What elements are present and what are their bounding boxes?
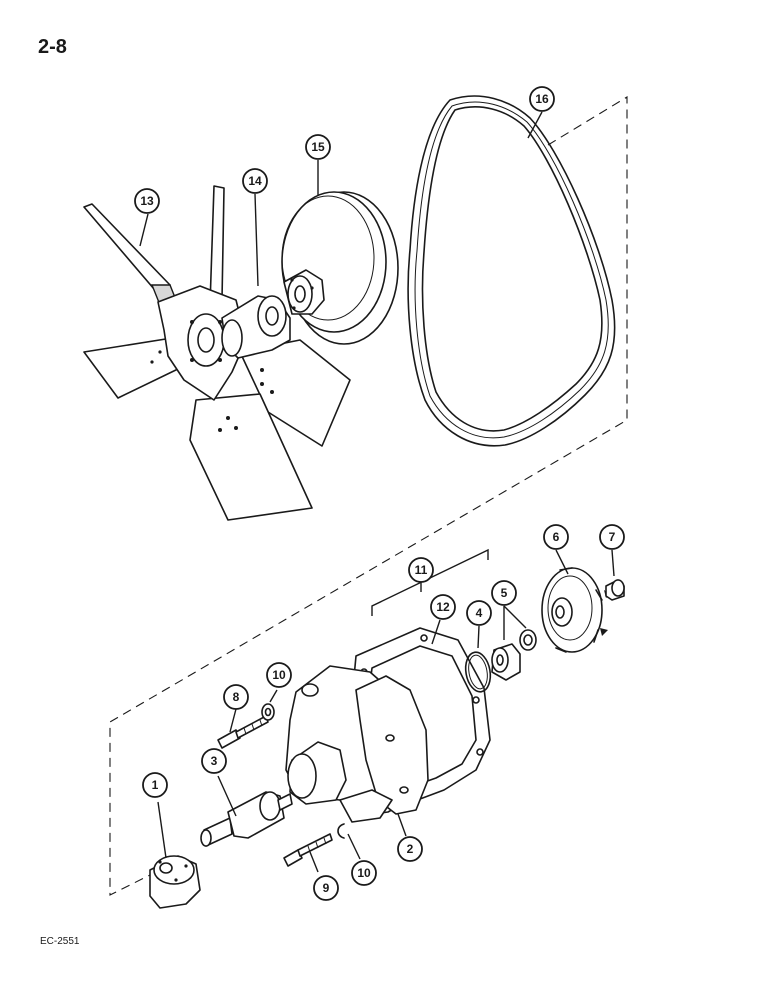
callout-5: 5 bbox=[491, 580, 517, 606]
pump-seal bbox=[491, 629, 537, 681]
callout-10-lower: 10 bbox=[351, 860, 377, 886]
assembly-dashed-outline bbox=[109, 96, 628, 896]
svg-text:5: 5 bbox=[501, 586, 508, 600]
o-ring bbox=[464, 651, 492, 693]
svg-text:7: 7 bbox=[609, 530, 616, 544]
svg-text:8: 8 bbox=[233, 690, 240, 704]
drawing-code: EC-2551 bbox=[40, 936, 80, 947]
fan-assembly bbox=[83, 185, 351, 521]
callout-2: 2 bbox=[397, 836, 423, 862]
callout-3: 3 bbox=[201, 748, 227, 774]
callout-13: 13 bbox=[134, 188, 160, 214]
svg-text:15: 15 bbox=[311, 140, 325, 154]
bolt-lower bbox=[283, 833, 333, 867]
callout-8: 8 bbox=[223, 684, 249, 710]
water-pump-body bbox=[285, 665, 429, 823]
callout-15: 15 bbox=[305, 134, 331, 160]
shaft-bearing bbox=[200, 791, 293, 847]
pump-hub bbox=[149, 855, 201, 909]
callout-11: 11 bbox=[408, 557, 434, 583]
svg-text:6: 6 bbox=[553, 530, 560, 544]
callout-7: 7 bbox=[599, 524, 625, 550]
callout-9: 9 bbox=[313, 875, 339, 901]
callout-14: 14 bbox=[242, 168, 268, 194]
callout-4: 4 bbox=[466, 600, 492, 626]
drive-belt bbox=[407, 95, 616, 447]
leader-lines bbox=[139, 111, 615, 873]
svg-text:14: 14 bbox=[248, 174, 262, 188]
callout-16: 16 bbox=[529, 86, 555, 112]
svg-text:11: 11 bbox=[415, 563, 428, 577]
svg-text:10: 10 bbox=[357, 866, 371, 880]
svg-text:12: 12 bbox=[436, 600, 450, 614]
svg-text:13: 13 bbox=[140, 194, 154, 208]
callout-1: 1 bbox=[142, 772, 168, 798]
page-number: 2-8 bbox=[38, 36, 67, 58]
svg-text:2: 2 bbox=[407, 842, 414, 856]
fan-spacer bbox=[221, 295, 291, 359]
plug bbox=[605, 579, 625, 601]
svg-text:16: 16 bbox=[535, 92, 549, 106]
impeller bbox=[541, 567, 610, 653]
callout-10-upper: 10 bbox=[266, 662, 292, 688]
svg-text:10: 10 bbox=[272, 668, 286, 682]
washer-upper bbox=[261, 703, 275, 721]
svg-text:9: 9 bbox=[323, 881, 330, 895]
svg-text:4: 4 bbox=[476, 606, 483, 620]
bolt-upper bbox=[217, 715, 269, 749]
svg-text:3: 3 bbox=[211, 754, 218, 768]
callout-6: 6 bbox=[543, 524, 569, 550]
svg-text:1: 1 bbox=[152, 778, 159, 792]
callout-12: 12 bbox=[430, 594, 456, 620]
pulley bbox=[281, 191, 399, 345]
washer-lower bbox=[337, 823, 345, 839]
